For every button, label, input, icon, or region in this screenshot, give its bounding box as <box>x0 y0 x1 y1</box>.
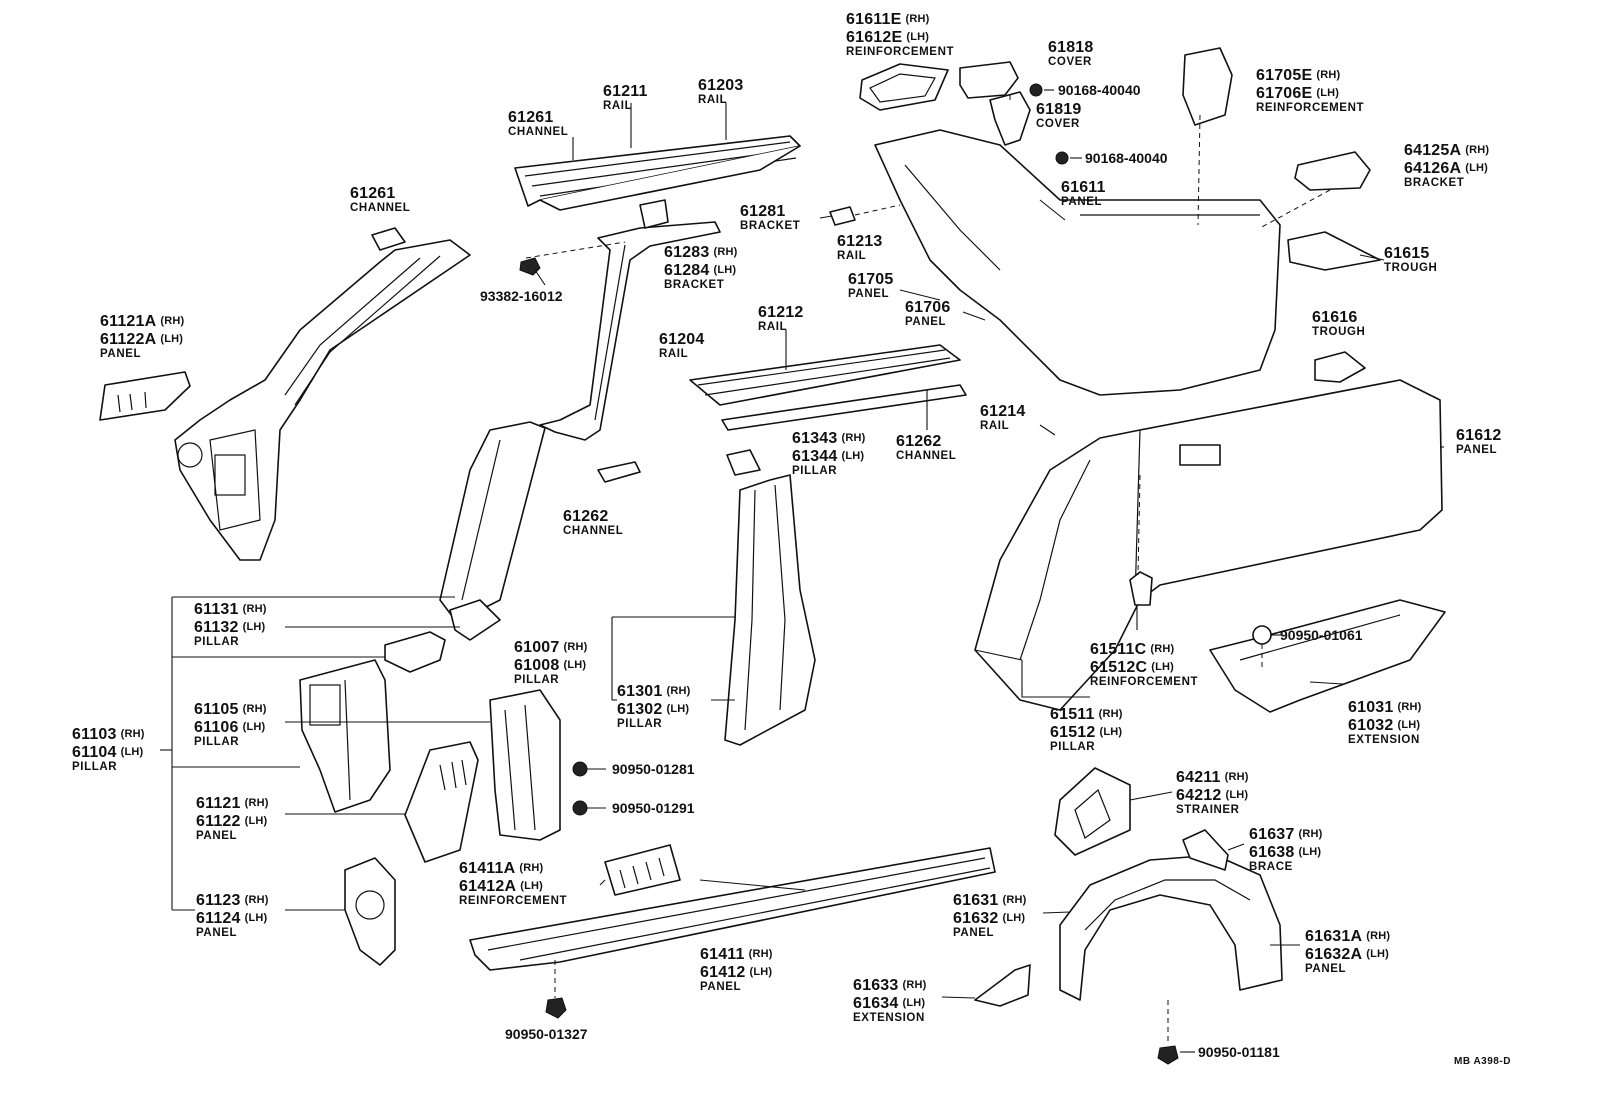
b-pillar <box>724 474 816 746</box>
hardware-90950-01291: 90950-01291 <box>612 800 695 816</box>
label-61611e: 61611E(RH) 61612E(LH) REINFORCEMENT <box>846 11 955 58</box>
label-61616: 61616 TROUGH <box>1312 309 1366 338</box>
label-61705: 61705 PANEL <box>848 271 894 300</box>
label-61213: 61213 RAIL <box>837 233 883 262</box>
wheel-housing <box>974 599 1446 1007</box>
label-61262-left: 61262 CHANNEL <box>563 508 624 537</box>
label-61007: 61007(RH) 61008(LH) PILLAR <box>514 639 588 686</box>
label-61203: 61203 RAIL <box>698 77 744 106</box>
label-61281: 61281 BRACKET <box>740 203 801 232</box>
hardware-90950-01181: 90950-01181 <box>1198 1044 1280 1060</box>
center-pillar-assembly <box>439 199 721 641</box>
label-61511c: 61511C(RH) 61512C(LH) REINFORCEMENT <box>1090 641 1199 688</box>
label-61031: 61031(RH) 61032(LH) EXTENSION <box>1348 699 1422 746</box>
reference-code: MB A398-D <box>1454 1056 1511 1067</box>
front-pillar-assembly <box>99 227 471 561</box>
label-61103: 61103(RH) 61104(LH) PILLAR <box>72 726 145 773</box>
label-61214: 61214 RAIL <box>980 403 1026 432</box>
label-61631a: 61631A(RH) 61632A(LH) PANEL <box>1305 928 1391 975</box>
alignment-lines <box>525 95 1331 1045</box>
label-61123: 61123(RH) 61124(LH) PANEL <box>196 892 269 939</box>
label-61511: 61511(RH) 61512(LH) PILLAR <box>1050 706 1123 753</box>
label-61819: 61819 COVER <box>1036 101 1082 130</box>
label-61615: 61615 TROUGH <box>1384 245 1438 274</box>
label-61261-left: 61261 CHANNEL <box>350 185 411 214</box>
rocker-panel <box>469 844 996 971</box>
label-61343: 61343(RH) 61344(LH) PILLAR <box>792 430 866 477</box>
label-61105: 61105(RH) 61106(LH) PILLAR <box>194 701 267 748</box>
hardware-90950-01061: 90950-01061 <box>1280 627 1363 643</box>
label-61411a: 61411A(RH) 61412A(LH) REINFORCEMENT <box>459 860 568 907</box>
label-61261-top: 61261 CHANNEL <box>508 109 569 138</box>
middle-rail-assembly <box>689 344 967 476</box>
top-small-parts <box>829 47 1381 383</box>
hardware-90950-01327: 90950-01327 <box>505 1026 588 1042</box>
hardware-90168-40040-lower: 90168-40040 <box>1085 150 1168 166</box>
label-61301: 61301(RH) 61302(LH) PILLAR <box>617 683 691 730</box>
leader-lines <box>160 89 1444 1053</box>
label-61705e: 61705E(RH) 61706E(LH) REINFORCEMENT <box>1256 67 1365 114</box>
label-61121: 61121(RH) 61122(LH) PANEL <box>196 795 269 842</box>
label-61204: 61204 RAIL <box>659 331 705 360</box>
label-61121a: 61121A(RH) 61122A(LH) PANEL <box>100 313 185 360</box>
lower-left-pillars <box>299 631 561 966</box>
label-61131: 61131(RH) 61132(LH) PILLAR <box>194 601 267 648</box>
label-61637: 61637(RH) 61638(LH) BRACE <box>1249 826 1323 873</box>
label-61211: 61211 RAIL <box>603 83 648 112</box>
label-61818: 61818 COVER <box>1048 39 1094 68</box>
label-61611: 61611 PANEL <box>1061 179 1106 208</box>
label-61283: 61283(RH) 61284(LH) BRACKET <box>664 244 738 291</box>
label-61262-right: 61262 CHANNEL <box>896 433 957 462</box>
hardware-90950-01281: 90950-01281 <box>612 761 695 777</box>
label-64211: 64211(RH) 64212(LH) STRAINER <box>1176 769 1249 816</box>
label-61706: 61706 PANEL <box>905 299 951 328</box>
hardware-90168-40040-upper: 90168-40040 <box>1058 82 1141 98</box>
label-64125a: 64125A(RH) 64126A(LH) BRACKET <box>1404 142 1490 189</box>
label-61633: 61633(RH) 61634(LH) EXTENSION <box>853 977 927 1024</box>
hardware-93382-16012: 93382-16012 <box>480 288 563 304</box>
label-61612: 61612 PANEL <box>1456 427 1502 456</box>
label-61212: 61212 RAIL <box>758 304 804 333</box>
roof-rail-assembly <box>514 135 801 211</box>
rear-quarter-assembly <box>874 129 1443 711</box>
label-61411: 61411(RH) 61412(LH) PANEL <box>700 946 773 993</box>
label-61631: 61631(RH) 61632(LH) PANEL <box>953 892 1027 939</box>
